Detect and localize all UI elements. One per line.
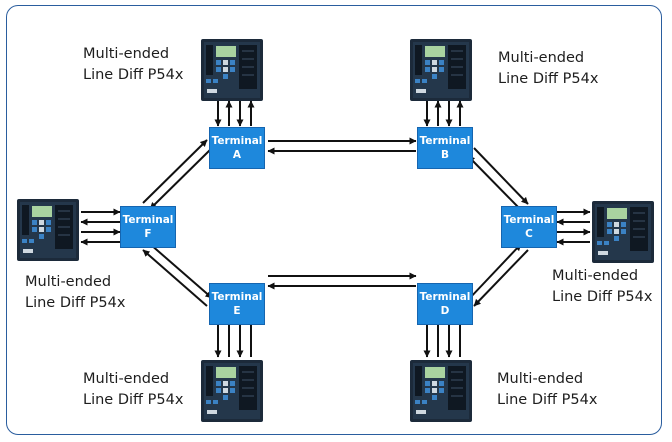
- terminal-letter: B: [440, 149, 449, 161]
- terminal-b: Terminal B: [417, 127, 473, 169]
- relay-label-c: Multi-ended Line Diff P54x: [552, 268, 653, 305]
- relay-label-e: Multi-ended Line Diff P54x: [83, 371, 184, 408]
- relay-label-d: Multi-ended Line Diff P54x: [497, 371, 598, 408]
- terminal-letter: D: [440, 305, 450, 317]
- terminal-word: Terminal: [503, 214, 555, 226]
- protection-relay-icon: [200, 38, 264, 102]
- protection-relay-icon: [591, 200, 655, 264]
- relay-label-f: Multi-ended Line Diff P54x: [25, 274, 126, 311]
- terminal-word: Terminal: [419, 291, 471, 303]
- protection-relay-icon: [200, 359, 264, 423]
- terminal-letter: C: [525, 228, 533, 240]
- protection-relay-icon: [16, 198, 80, 262]
- terminal-letter: F: [144, 228, 152, 240]
- terminal-letter: E: [233, 305, 241, 317]
- terminal-f: Terminal F: [120, 206, 176, 248]
- terminal-a: Terminal A: [209, 127, 265, 169]
- relay-label-a: Multi-ended Line Diff P54x: [83, 46, 184, 83]
- terminal-letter: A: [232, 149, 242, 161]
- ring-link-arrows: [142, 137, 529, 307]
- protection-relay-icon: [409, 38, 473, 102]
- terminal-d: Terminal D: [417, 283, 473, 325]
- terminal-c: Terminal C: [501, 206, 557, 248]
- relay-label-b: Multi-ended Line Diff P54x: [498, 50, 599, 87]
- terminal-word: Terminal: [211, 135, 263, 147]
- terminal-e: Terminal E: [209, 283, 265, 325]
- protection-relay-icon: [409, 359, 473, 423]
- terminal-word: Terminal: [122, 214, 174, 226]
- diagram-frame: [6, 5, 662, 435]
- terminal-word: Terminal: [419, 135, 471, 147]
- terminal-word: Terminal: [211, 291, 263, 303]
